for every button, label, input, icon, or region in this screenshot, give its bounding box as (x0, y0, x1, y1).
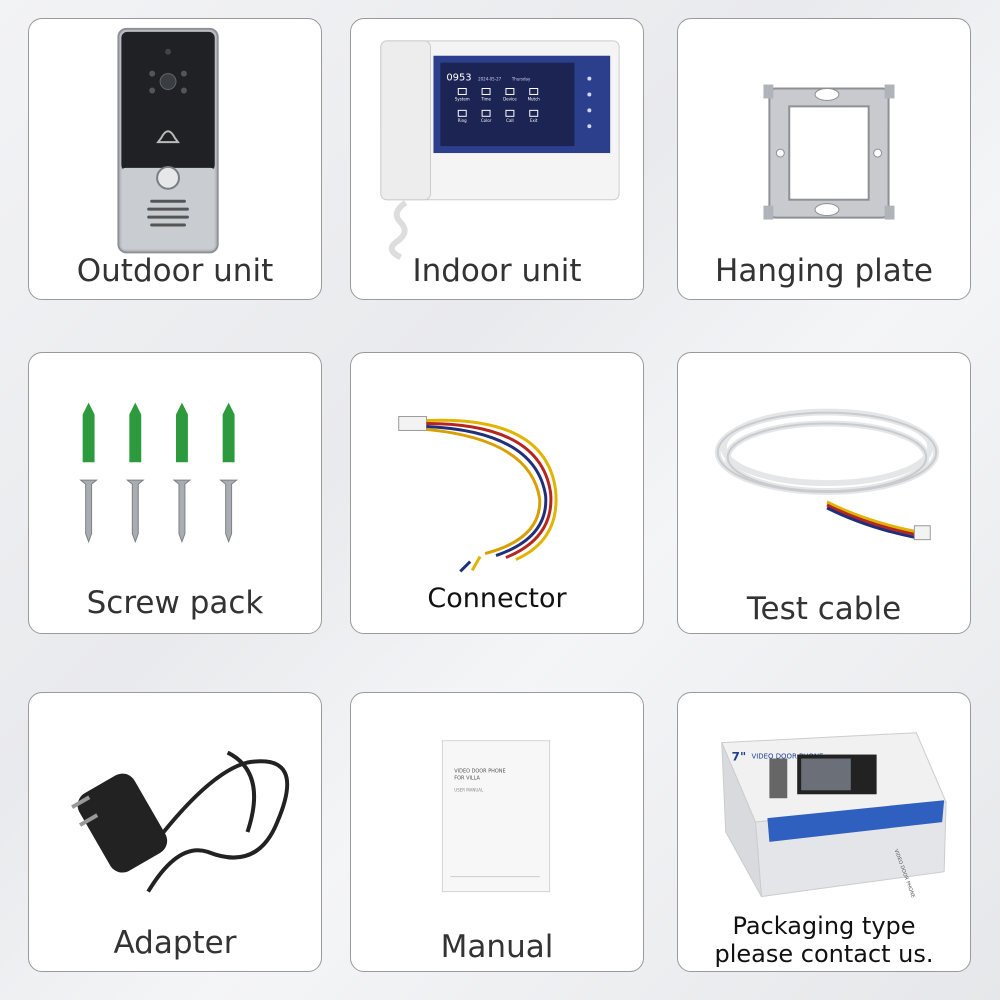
item-label: Hanging plate (715, 253, 933, 289)
adapter-image (71, 750, 290, 893)
item-label: Packaging type (732, 912, 916, 940)
screen-menu-item: Exit (530, 118, 538, 123)
screen-menu-item: Device (503, 96, 517, 101)
screen-menu-item: Mutch (528, 96, 541, 101)
item-label: Test cable (746, 591, 902, 627)
screen-menu-item: Call (506, 118, 513, 123)
test-cable-card: Test cable (677, 352, 971, 634)
adapter-card: Adapter (28, 692, 322, 972)
manual-cover-line3: USER MANUAL (454, 787, 484, 792)
hanging-plate-image (763, 84, 895, 220)
screw-pack-card: Screw pack (28, 352, 322, 634)
screen-menu-item: Time (480, 96, 491, 101)
screw-pack-image (79, 402, 238, 544)
manual-card: VIDEO DOOR PHONE FOR VILLA USER MANUAL M… (350, 692, 644, 972)
item-label: Manual (440, 929, 554, 965)
indoor-screen-day: Thursday (511, 77, 531, 82)
indoor-screen-date: 2024-05-27 (478, 77, 502, 82)
screen-menu-item: Ring (458, 118, 467, 123)
screen-menu-item: System (455, 96, 470, 101)
screen-menu-item: Color (481, 118, 492, 123)
packaging-image: 7" VIDEO DOOR PHONE VIDEO DOOR PHONE (721, 732, 947, 899)
item-label-line2: please contact us. (714, 940, 934, 968)
box-size-text: 7" (732, 750, 747, 764)
indoor-screen-time: 0953 (446, 73, 471, 84)
hanging-plate-card: Hanging plate (677, 18, 971, 300)
indoor-unit-image: 0953 2024-05-27 Thursday System Time Dev… (380, 40, 620, 260)
outdoor-unit-image (117, 27, 219, 254)
box-title-text: VIDEO DOOR PHONE (752, 753, 824, 761)
item-label: Screw pack (86, 585, 264, 621)
item-label: Connector (427, 583, 567, 614)
test-cable-image (714, 408, 940, 541)
packaging-card: 7" VIDEO DOOR PHONE VIDEO DOOR PHONE Pac… (677, 692, 971, 972)
manual-image: VIDEO DOOR PHONE FOR VILLA USER MANUAL (441, 740, 551, 893)
indoor-unit-card: 0953 2024-05-27 Thursday System Time Dev… (350, 18, 644, 300)
item-label: Indoor unit (412, 253, 582, 289)
item-label: Outdoor unit (76, 253, 274, 289)
connector-image (398, 416, 558, 573)
manual-cover-line2: FOR VILLA (454, 775, 480, 781)
manual-cover-line1: VIDEO DOOR PHONE (454, 768, 505, 774)
connector-card: Connector (350, 352, 644, 634)
item-label: Adapter (113, 925, 237, 961)
outdoor-unit-card: Outdoor unit (28, 18, 322, 300)
